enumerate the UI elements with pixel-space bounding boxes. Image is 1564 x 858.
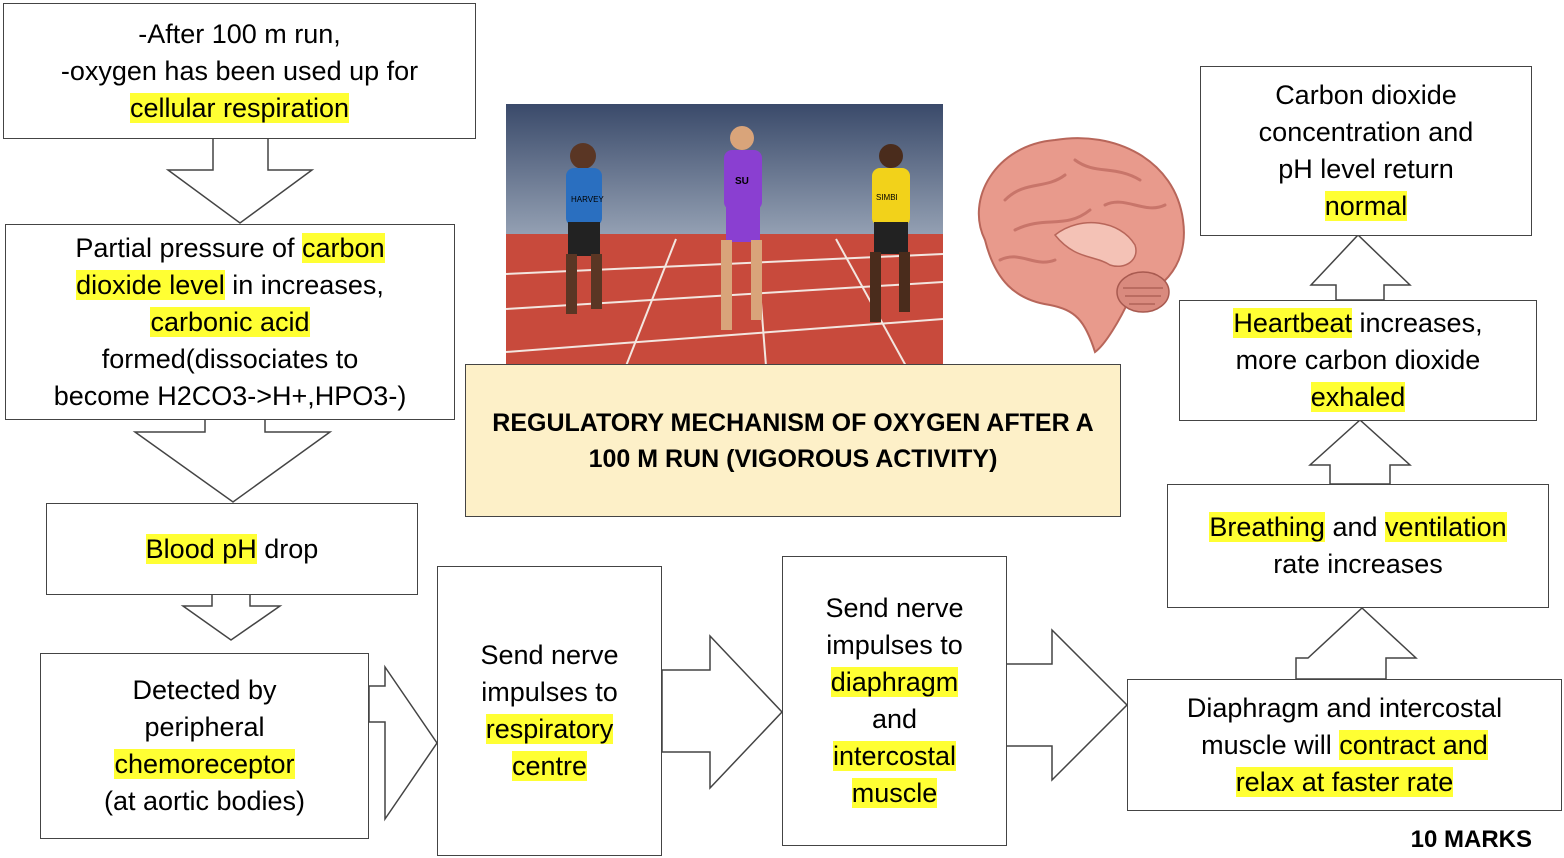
arrow-right-3 — [1005, 628, 1129, 782]
box2-text1: Partial pressure of — [75, 232, 295, 263]
box-oxygen-used: -After 100 m run, -oxygen has been used … — [3, 3, 476, 139]
box-heartbeat: Heartbeat increases, more carbon dioxide… — [1179, 300, 1537, 421]
box-co2-increase: Partial pressure of carbon dioxide level… — [5, 224, 455, 420]
box8-highlight1: Breathing — [1209, 512, 1325, 542]
box2-highlight3: carbonic acid — [150, 306, 310, 337]
box-contract-relax: Diaphragm and intercostal muscle will co… — [1127, 679, 1562, 811]
box6-text3: and — [871, 704, 918, 734]
box9-highlight1: Heartbeat — [1233, 308, 1352, 338]
box9-text1: increases, — [1359, 308, 1483, 338]
arrow-up-2 — [1308, 418, 1412, 485]
runner-bib-simbi: SIMBI — [876, 193, 898, 202]
box6-highlight1: diaphragm — [830, 667, 959, 697]
box7-text1: Diaphragm and intercostal — [1186, 692, 1503, 723]
box-chemoreceptor: Detected by peripheral chemoreceptor (at… — [40, 653, 369, 839]
box10-text2: concentration and — [1258, 117, 1474, 147]
arrow-right-2 — [661, 634, 784, 790]
box4-text2: peripheral — [144, 712, 265, 742]
box8-highlight2: ventilation — [1385, 512, 1507, 542]
marks-label: 10 MARKS — [1410, 826, 1532, 853]
box4-highlight: chemoreceptor — [114, 749, 295, 779]
box10-highlight: normal — [1324, 191, 1408, 221]
arrow-down-3 — [180, 593, 283, 641]
box10-text1: Carbon dioxide — [1275, 80, 1457, 110]
box2-text2: in increases, — [232, 269, 384, 300]
box-diaphragm-impulses: Send nerve impulses to diaphragm and int… — [782, 556, 1007, 846]
box6-text2: impulses to — [826, 630, 963, 660]
box5-highlight1: respiratory — [485, 714, 614, 744]
box6-highlight3: muscle — [851, 778, 938, 808]
box8-text2: rate increases — [1273, 549, 1443, 579]
box5-highlight2: centre — [511, 751, 588, 781]
box7-text2: muscle will — [1201, 729, 1332, 760]
box2-highlight1: carbon — [302, 232, 385, 263]
box4-text1: Detected by — [132, 675, 277, 705]
box2-highlight2: dioxide level — [76, 269, 225, 300]
box3-text: drop — [264, 533, 319, 564]
box-respiratory-centre: Send nerve impulses to respiratory centr… — [437, 566, 662, 856]
brain-illustration — [955, 120, 1195, 360]
box1-highlight: cellular respiration — [129, 92, 350, 123]
box4-text3: (at aortic bodies) — [103, 786, 306, 816]
box10-text3: pH level return — [1278, 154, 1454, 184]
box1-line2: -oxygen has been used up for — [60, 55, 419, 86]
runner-bib-harvey: HARVEY — [571, 195, 604, 204]
arrow-down-1 — [165, 137, 315, 224]
box2-text4: become H2CO3->H+,HPO3-) — [53, 380, 407, 411]
box7-highlight1: contract and — [1339, 729, 1488, 760]
box-return-normal: Carbon dioxide concentration and pH leve… — [1200, 66, 1532, 236]
runners-photo: HARVEY SU SIMBI — [506, 104, 943, 366]
box5-text1: Send nerve — [480, 640, 619, 670]
box1-line1: -After 100 m run, — [138, 18, 341, 49]
box3-highlight: Blood pH — [145, 533, 257, 564]
arrow-up-3 — [1309, 233, 1412, 301]
box5-text2: impulses to — [481, 677, 618, 707]
box8-text1: and — [1332, 512, 1378, 542]
arrow-up-1 — [1295, 606, 1418, 680]
arrow-down-2 — [132, 417, 333, 503]
box-breathing-rate: Breathing and ventilation rate increases — [1167, 484, 1549, 608]
box2-text3: formed(dissociates to — [101, 343, 359, 374]
box-blood-ph: Blood pH drop — [46, 503, 418, 595]
box9-highlight2: exhaled — [1310, 382, 1406, 412]
arrow-right-1 — [368, 664, 438, 822]
diagram-title: REGULATORY MECHANISM OF OXYGEN AFTER A 1… — [465, 364, 1121, 517]
box9-text2: more carbon dioxide — [1235, 345, 1481, 375]
runner-bib-su: SU — [735, 176, 749, 187]
box6-highlight2: intercostal — [832, 741, 957, 771]
box7-highlight2: relax at faster rate — [1235, 766, 1454, 797]
box6-text1: Send nerve — [825, 593, 964, 623]
